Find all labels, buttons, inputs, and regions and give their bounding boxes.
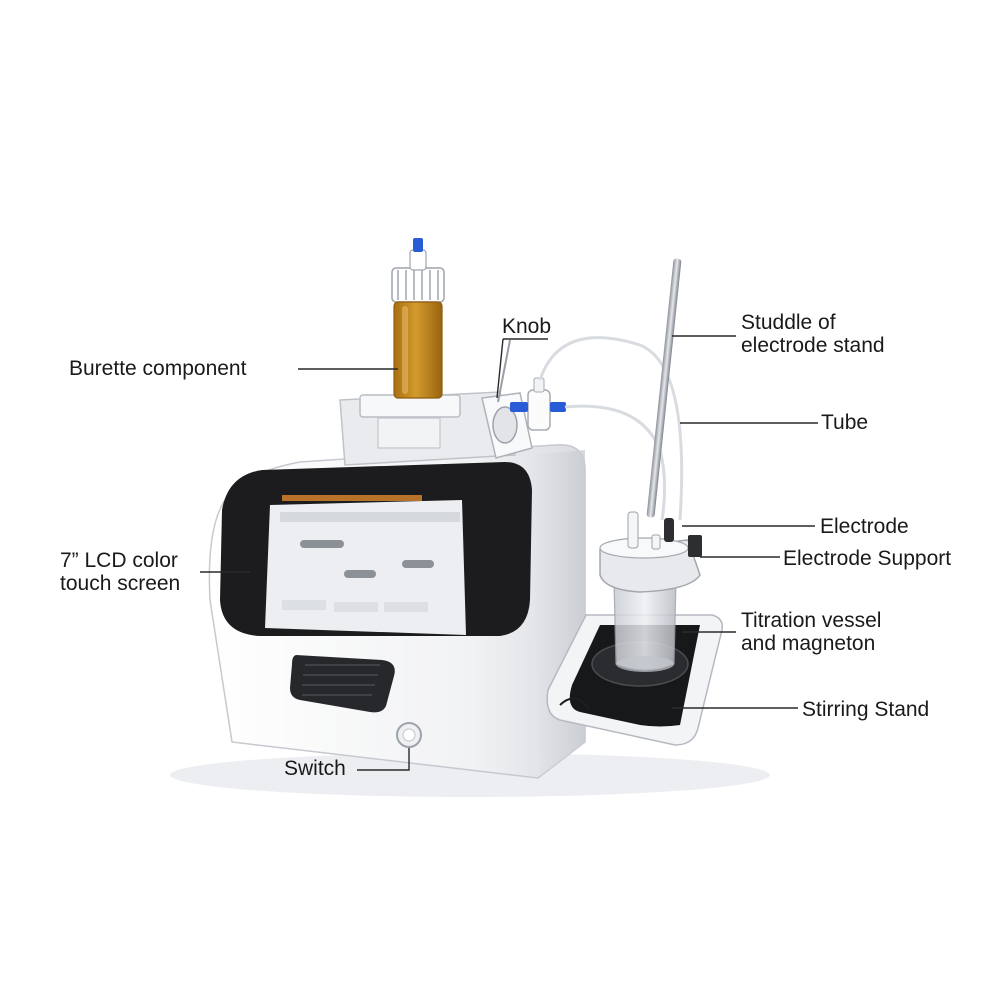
label-titration-vessel: Titration vessel and magneton	[741, 609, 881, 655]
label-stirring-stand: Stirring Stand	[802, 698, 930, 721]
floor-shadow	[170, 753, 770, 797]
label-electrode-support: Electrode Support	[783, 547, 952, 570]
label-switch: Switch	[284, 757, 346, 780]
label-lcd-line2: touch screen	[60, 572, 181, 595]
label-knob: Knob	[502, 315, 552, 338]
power-switch	[396, 722, 422, 748]
electrode-stand	[627, 258, 682, 550]
label-studdle-line2: electrode stand	[741, 334, 885, 357]
lcd-screen	[220, 462, 532, 636]
leader-lines	[200, 335, 818, 771]
label-tube: Tube	[821, 411, 869, 434]
burette	[391, 238, 445, 399]
leader-switch	[357, 748, 410, 771]
label-burette-component: Burette component	[69, 357, 247, 380]
label-studdle-line1: Studdle of	[741, 311, 836, 334]
electrode-support	[599, 535, 702, 593]
label-titration-line1: Titration vessel	[741, 609, 882, 632]
valve-block	[510, 377, 566, 431]
vent-grille	[290, 655, 395, 713]
leader-knob	[496, 338, 548, 399]
titration-vessel	[613, 579, 677, 672]
label-electrode: Electrode	[820, 515, 909, 538]
label-titration-line2: and magneton	[741, 632, 876, 655]
label-studdle: Studdle of electrode stand	[741, 311, 885, 357]
label-lcd-line1: 7” LCD color	[60, 549, 178, 572]
label-lcd-screen: 7” LCD color touch screen	[60, 549, 180, 595]
